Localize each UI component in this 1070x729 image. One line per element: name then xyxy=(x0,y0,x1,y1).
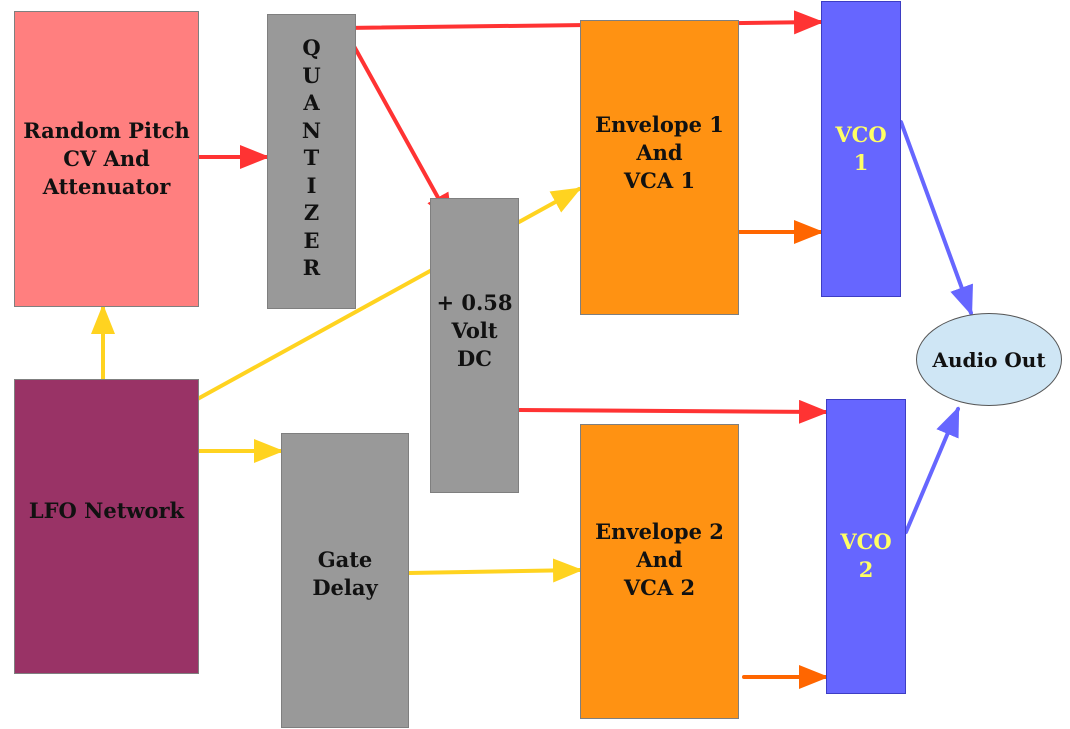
gate-delay-block: Gate Delay xyxy=(281,433,409,728)
vco-2-block: VCO 2 xyxy=(826,399,906,694)
wire-vco1-to-audio-out xyxy=(899,120,973,316)
quantizer-letter: A xyxy=(303,90,320,115)
wire-vco2-to-audio-out xyxy=(904,406,960,534)
audio-out-node: Audio Out xyxy=(916,313,1062,406)
quantizer-letter: Q xyxy=(302,35,321,60)
quantizer-letter: Z xyxy=(303,200,320,225)
random-pitch-label: Random Pitch CV And Attenuator xyxy=(23,118,190,199)
envelope-2-label: Envelope 2 And VCA 2 xyxy=(595,519,724,600)
lfo-network-block: LFO Network xyxy=(14,379,199,674)
quantizer-letter: T xyxy=(303,145,320,170)
envelope-1-label: Envelope 1 And VCA 1 xyxy=(595,112,724,193)
wire-gate-to-env2 xyxy=(407,558,583,583)
quantizer-label: Q U A N T I Z E R xyxy=(302,34,321,282)
lfo-network-label: LFO Network xyxy=(28,497,185,523)
random-pitch-block: Random Pitch CV And Attenuator xyxy=(14,11,199,307)
quantizer-block: Q U A N T I Z E R xyxy=(267,14,356,309)
gate-delay-label: Gate Delay xyxy=(312,546,378,600)
audio-out-label: Audio Out xyxy=(932,347,1046,372)
envelope-1-block: Envelope 1 And VCA 1 xyxy=(580,20,739,315)
quantizer-letter: U xyxy=(302,62,321,88)
quantizer-letter: E xyxy=(303,227,320,253)
quantizer-letter: R xyxy=(302,255,321,280)
vco-2-label: VCO 2 xyxy=(840,529,892,582)
vco-1-block: VCO 1 xyxy=(821,1,901,297)
envelope-2-block: Envelope 2 And VCA 2 xyxy=(580,424,739,719)
dc-offset-block: + 0.58 Volt DC xyxy=(430,198,519,493)
wire-dc-to-vco2 xyxy=(517,399,829,424)
quantizer-letter: N xyxy=(301,117,322,143)
dc-offset-label: + 0.58 Volt DC xyxy=(436,290,513,371)
quantizer-letter: I xyxy=(306,172,317,198)
wire-quantizer-to-dc xyxy=(343,28,453,224)
vco-1-label: VCO 1 xyxy=(835,122,887,175)
